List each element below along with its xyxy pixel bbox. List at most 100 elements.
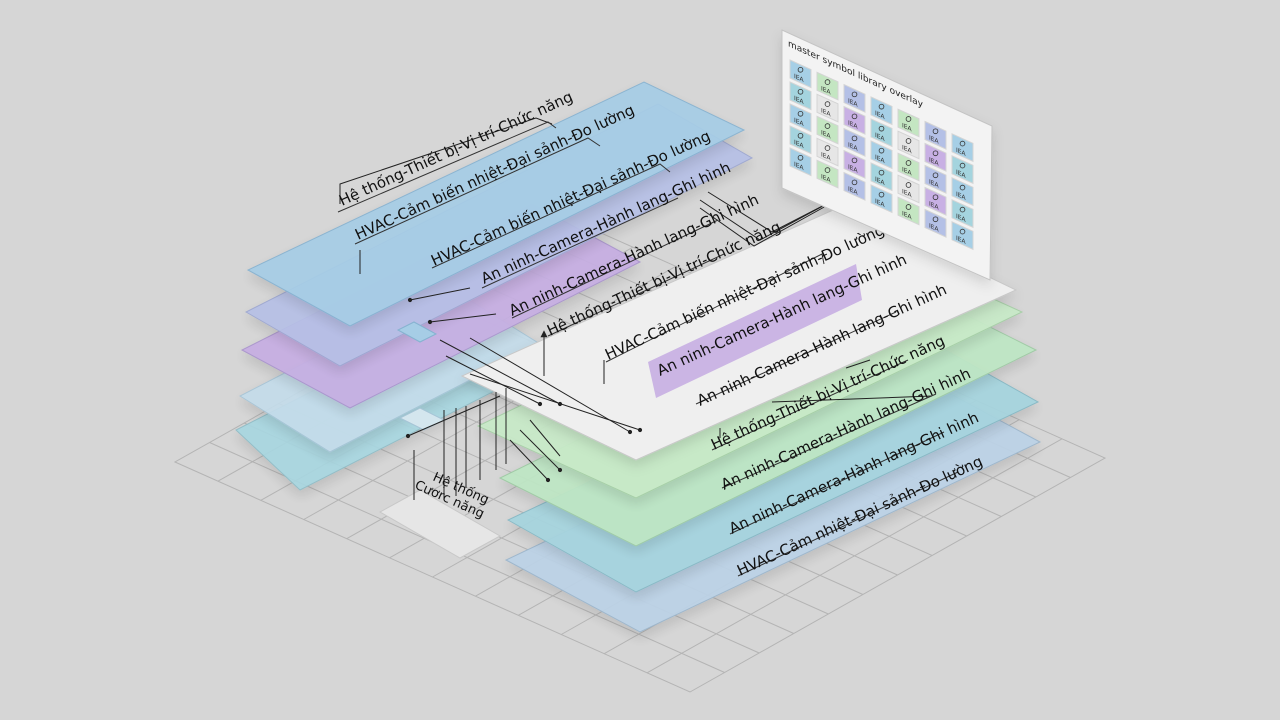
symbol-cell: IEA [843,127,866,157]
symbol-cell: IEA [924,164,947,194]
symbol-cell-text: IEA [848,164,858,175]
symbol-cell: IEA [924,186,947,216]
symbol-cell-text: IEA [794,73,804,84]
symbol-cell-text: IEA [902,166,912,177]
symbol-cell-text: IEA [875,132,885,143]
symbol-cell-text: IEA [848,98,858,109]
symbol-glyph-icon [878,125,885,132]
symbol-cell: IEA [897,152,920,182]
symbol-cell-text: IEA [875,110,885,121]
symbol-cell: IEA [816,71,839,101]
symbol-glyph-icon [824,79,831,85]
symbol-cell: IEA [789,147,812,177]
symbol-glyph-icon [905,182,912,188]
symbol-cell-text: IEA [956,169,966,180]
symbol-cell: IEA [897,108,920,138]
symbol-cell-text: IEA [821,85,831,96]
symbol-cell: IEA [870,118,893,148]
symbol-cell: IEA [897,174,920,204]
symbol-cell: IEA [816,93,839,123]
symbol-cell-text: IEA [821,107,831,118]
symbol-cell: IEA [789,103,812,133]
symbol-cell-text: IEA [875,154,885,165]
symbol-cell: IEA [789,125,812,155]
symbol-cell-text: IEA [929,135,939,146]
symbol-glyph-icon [797,66,804,73]
symbol-glyph-icon [797,110,804,117]
symbol-cell: IEA [924,142,947,172]
symbol-cell-text: IEA [821,151,831,162]
symbol-glyph-icon [824,145,831,151]
symbol-cell-text: IEA [848,142,858,153]
symbol-cell-text: IEA [956,235,966,246]
symbol-cell-text: IEA [956,213,966,224]
symbol-glyph-icon [959,184,966,191]
symbol-cell: IEA [870,162,893,192]
symbol-cell-text: IEA [821,173,831,184]
symbol-cell: IEA [843,171,866,201]
symbol-cell-text: IEA [902,210,912,221]
symbol-cell-text: IEA [902,144,912,155]
symbol-cell-text: IEA [929,157,939,168]
white-sheet [460,205,1018,461]
symbol-glyph-icon [851,91,858,98]
symbol-glyph-icon [851,135,858,142]
symbol-cell-text: IEA [929,223,939,234]
symbol-cell-text: IEA [794,161,804,172]
symbol-cell-text: IEA [794,117,804,128]
symbol-cell: IEA [924,120,947,150]
symbol-cell: IEA [870,184,893,214]
symbol-cell-text: IEA [875,176,885,187]
symbol-cell: IEA [897,196,920,226]
grid-line [646,438,1063,674]
symbol-cell: IEA [789,59,812,89]
symbol-glyph-icon [851,157,858,164]
symbol-glyph-icon [878,169,885,176]
symbol-cell-text: IEA [794,95,804,106]
symbol-cell-text: IEA [848,120,858,131]
symbol-glyph-icon [878,103,885,110]
symbol-glyph-icon [797,88,804,95]
symbol-glyph-icon [959,228,966,235]
symbol-glyph-icon [878,147,885,154]
symbol-cell: IEA [951,177,974,207]
symbol-glyph-icon [851,113,858,120]
label-underlines [337,121,959,577]
symbol-cell: IEA [816,137,839,167]
symbol-cell: IEA [789,81,812,111]
symbol-glyph-icon [824,167,831,173]
symbol-glyph-icon [824,101,831,107]
symbol-cell-text: IEA [821,129,831,140]
symbol-cell-text: IEA [929,201,939,212]
symbol-glyph-icon [905,138,912,144]
symbol-cell: IEA [951,199,974,229]
symbol-grid: IEA IEA IEA IEA IEA IEA IEA IEA IEA IEA IEA IEA IEA I… [789,59,974,251]
symbol-cell: IEA [897,130,920,160]
symbol-cell-text: IEA [875,198,885,209]
symbol-cell-text: IEA [956,147,966,158]
symbol-cell: IEA [870,140,893,170]
symbol-cell-text: IEA [956,191,966,202]
symbol-glyph-icon [905,160,912,166]
symbol-cell: IEA [816,159,839,189]
symbol-glyph-icon [932,128,939,135]
connector-lines [339,117,933,500]
symbol-glyph-icon [878,191,885,198]
symbol-cell: IEA [843,83,866,113]
symbol-glyph-icon [824,123,831,129]
symbol-cell: IEA [951,133,974,163]
symbol-glyph-icon [932,150,939,157]
symbol-cell-text: IEA [848,186,858,197]
symbol-glyph-icon [959,162,966,169]
symbol-cell: IEA [843,149,866,179]
symbol-glyph-icon [959,206,966,213]
symbol-glyph-icon [905,204,912,210]
symbol-cell: IEA [843,105,866,135]
symbol-glyph-icon [905,116,912,122]
symbol-cell-text: IEA [902,188,912,199]
symbol-cell: IEA [924,208,947,238]
base-plate [378,489,502,559]
symbol-glyph-icon [932,216,939,223]
symbol-cell-text: IEA [794,139,804,150]
